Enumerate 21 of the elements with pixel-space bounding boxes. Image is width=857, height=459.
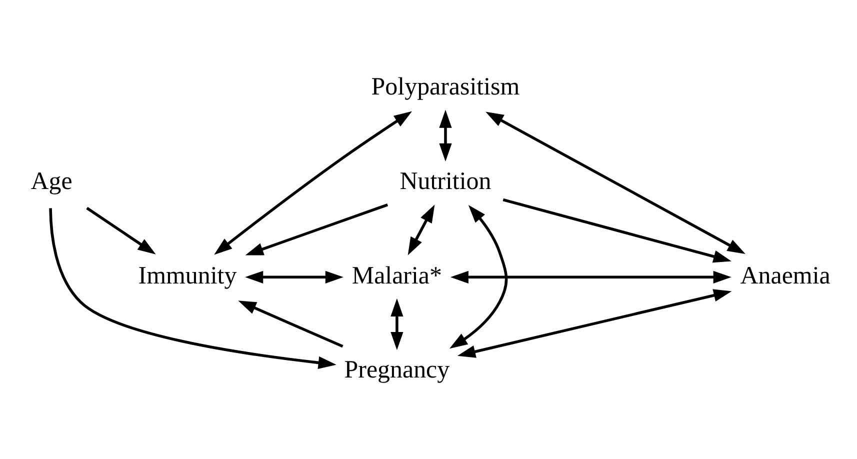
node-text: Pregnancy [344,356,450,384]
node-text: Malaria* [352,262,442,289]
arrow [245,270,344,283]
node-text: Polyparasitism [371,73,520,100]
arrow [390,298,404,350]
node-text: Nutrition [400,167,492,194]
arrow [457,288,732,358]
arrow [245,202,388,255]
arrow [49,208,336,368]
arrow [486,111,746,254]
arrow [502,198,732,262]
arrow [86,206,156,254]
arrow [449,204,508,348]
node-text: Anaemia [740,262,830,289]
arrow [238,300,344,348]
node-text: Immunity [138,262,237,289]
arrow [408,204,435,255]
arrow [450,270,732,283]
arrow [214,110,412,254]
node-text: Age [30,167,72,194]
arrow [439,109,452,161]
